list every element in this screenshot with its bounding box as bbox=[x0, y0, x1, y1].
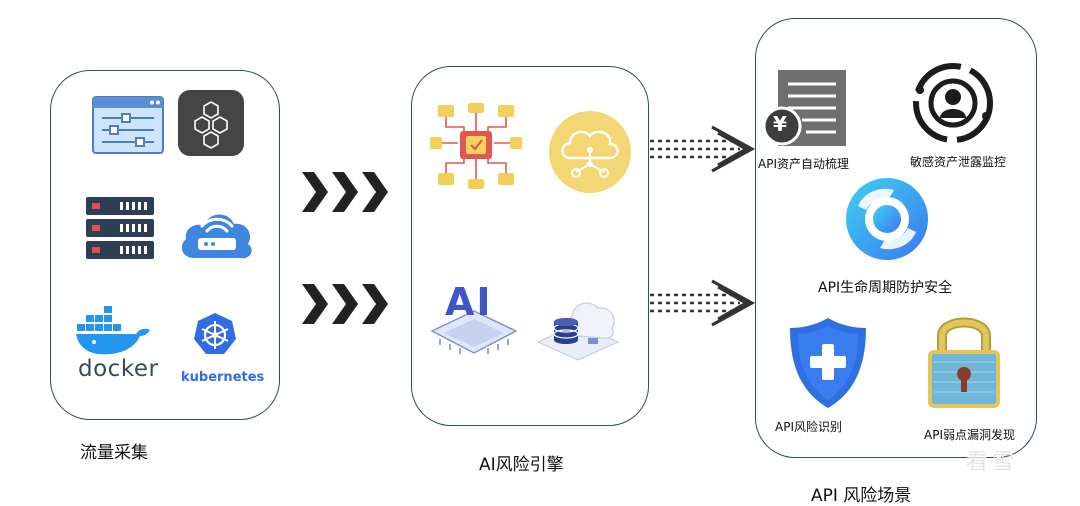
circuit-chip-icon bbox=[430, 103, 522, 189]
currency-glyph: ¥ bbox=[773, 112, 787, 136]
scenario-risk-identify: API风险识别 bbox=[775, 420, 842, 434]
arrow-upper-icon bbox=[650, 125, 756, 173]
docker-icon bbox=[76, 306, 150, 355]
cloud-database-icon bbox=[536, 302, 620, 361]
scenario-lifecycle: API生命周期防护安全 bbox=[818, 280, 953, 296]
scenarios-title: API 风险场景 bbox=[811, 486, 912, 506]
collection-title: 流量采集 bbox=[80, 443, 148, 463]
engine-title: AI风险引擎 bbox=[479, 455, 564, 475]
lifecycle-cycle-icon bbox=[846, 178, 928, 260]
scenario-vuln-discovery: API弱点漏洞发现 bbox=[924, 428, 1015, 442]
user-monitor-icon bbox=[913, 63, 993, 143]
padlock-icon bbox=[928, 317, 1000, 408]
server-rack-icon bbox=[86, 197, 154, 259]
asset-document-icon bbox=[762, 70, 846, 146]
chevrons-lower-icon bbox=[302, 284, 388, 324]
hexagon-cluster-icon bbox=[178, 90, 244, 156]
shield-plus-icon bbox=[790, 318, 866, 408]
docker-wordmark: docker bbox=[78, 356, 159, 382]
kubernetes-icon bbox=[194, 313, 236, 354]
ai-chip-text: AI bbox=[445, 280, 493, 324]
ai-chip-icon bbox=[430, 310, 518, 354]
engine-panel bbox=[411, 66, 649, 426]
scenario-asset-sorting: API资产自动梳理 bbox=[758, 157, 849, 171]
kubernetes-wordmark: kubernetes bbox=[181, 370, 265, 385]
scenario-sensitive-monitor: 敏感资产泄露监控 bbox=[910, 155, 1007, 169]
cloud-network-icon bbox=[549, 111, 631, 193]
chevrons-upper-icon bbox=[302, 172, 388, 212]
arrow-lower-icon bbox=[650, 279, 756, 327]
dashboard-window-icon bbox=[92, 96, 164, 154]
wifi-router-icon bbox=[181, 214, 252, 259]
watermark-text: 看雪 bbox=[966, 450, 1019, 475]
